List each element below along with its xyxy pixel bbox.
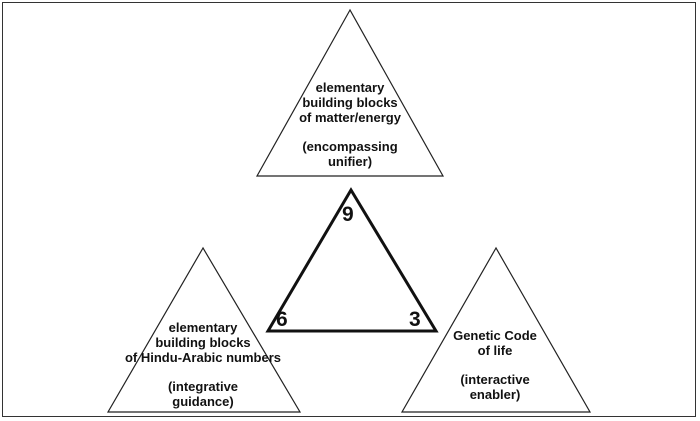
diagram-frame bbox=[2, 2, 696, 417]
top-triangle bbox=[255, 8, 445, 177]
center-left-number: 6 bbox=[276, 308, 288, 331]
top-line-2: building blocks bbox=[302, 95, 398, 110]
center-triangle bbox=[265, 187, 439, 333]
right-triangle bbox=[400, 246, 592, 413]
left-line-2: building blocks bbox=[155, 335, 251, 350]
right-role-2: enabler) bbox=[469, 387, 521, 402]
right-line-2: of life bbox=[477, 343, 513, 358]
right-triangle-label: Genetic Code of life (interactive enable… bbox=[430, 328, 560, 402]
top-role-2: unifier) bbox=[327, 154, 373, 169]
top-line-3: of matter/energy bbox=[299, 110, 401, 125]
top-role-1: (encompassing bbox=[302, 139, 398, 154]
right-role-1: (interactive bbox=[460, 372, 530, 387]
left-role-1: (integrative bbox=[167, 379, 239, 394]
left-line-3: of Hindu-Arabic numbers bbox=[124, 350, 281, 365]
center-top-number: 9 bbox=[342, 203, 354, 226]
left-role-2: guidance) bbox=[172, 394, 234, 409]
left-triangle bbox=[106, 246, 302, 413]
right-line-1: Genetic Code bbox=[453, 328, 537, 343]
left-triangle-label: elementary building blocks of Hindu-Arab… bbox=[103, 320, 303, 409]
left-line-1: elementary bbox=[168, 320, 238, 335]
center-right-number: 3 bbox=[409, 308, 421, 331]
top-triangle-label: elementary building blocks of matter/ene… bbox=[270, 80, 430, 169]
top-line-1: elementary bbox=[315, 80, 385, 95]
